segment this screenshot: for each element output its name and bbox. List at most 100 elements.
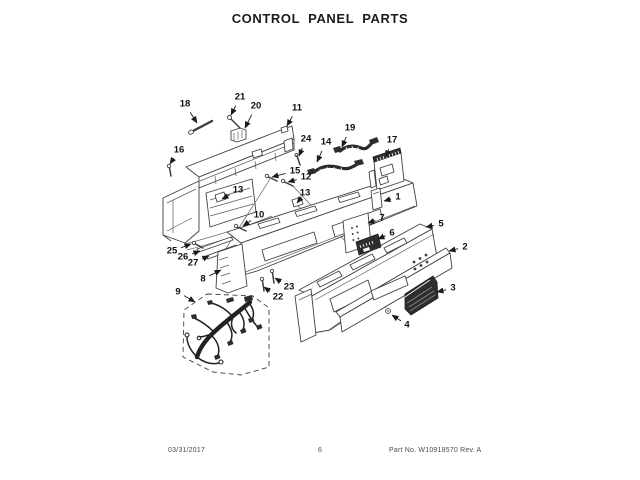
callout-15: 15 (271, 166, 301, 179)
part-mid-plate (205, 178, 304, 228)
footer-page-number: 6 (317, 447, 323, 454)
callout-leader (436, 287, 447, 294)
callout-number: 2 (462, 242, 467, 253)
part-interface-board (355, 233, 382, 256)
callout-number: 16 (174, 145, 185, 156)
callout-number: 23 (284, 282, 295, 293)
callout-leader (425, 222, 435, 229)
callout-number: 27 (188, 258, 199, 269)
callout-leader (448, 246, 459, 253)
callout-number: 1 (395, 192, 401, 203)
part-cable-19 (333, 137, 379, 153)
part-front-panel (335, 247, 453, 333)
callout-number: 13 (233, 185, 244, 196)
screw-16 (166, 163, 172, 177)
footer-part-number: Part No. W10918570 Rev. A (389, 447, 482, 454)
callout-number: 26 (178, 252, 189, 263)
callout-18: 18 (180, 99, 198, 124)
callout-leader (244, 114, 253, 129)
callout-number: 11 (292, 103, 303, 114)
callout-leader (341, 136, 348, 148)
callout-number: 19 (345, 123, 356, 134)
screw-12 (280, 178, 294, 187)
callout-number: 25 (167, 246, 178, 257)
callout-leader (287, 177, 297, 184)
callout-leader (263, 286, 272, 294)
callout-leader (180, 243, 192, 250)
page-title: CONTROL PANEL PARTS (231, 11, 409, 26)
callout-number: 12 (301, 172, 312, 183)
callout-number: 22 (273, 292, 284, 303)
callout-number: 10 (254, 210, 265, 221)
callout-13: 13 (296, 188, 311, 204)
screw-22 (259, 276, 265, 292)
callout-number: 20 (251, 101, 262, 112)
callout-leader (274, 277, 283, 285)
callout-8: 8 (200, 269, 222, 285)
callout-23: 23 (274, 277, 295, 293)
callout-25: 25 (167, 243, 192, 257)
callout-leader (296, 196, 304, 204)
part-cable-14 (307, 159, 364, 175)
callout-11: 11 (286, 103, 303, 127)
callout-leader (242, 219, 252, 227)
callout-leader (391, 314, 402, 322)
callout-27: 27 (188, 255, 210, 269)
callout-17: 17 (385, 135, 398, 158)
callout-22: 22 (263, 286, 284, 303)
callout-3: 3 (436, 283, 456, 294)
callout-number: 13 (300, 188, 311, 199)
callout-26: 26 (178, 250, 201, 263)
callout-12: 12 (287, 172, 312, 184)
callout-number: 7 (379, 213, 384, 224)
callout-number: 6 (389, 228, 394, 239)
callout-4: 4 (391, 314, 410, 331)
callout-leader (367, 217, 376, 224)
callout-number: 14 (321, 137, 332, 148)
callout-16: 16 (169, 145, 185, 165)
callout-20: 20 (244, 101, 262, 129)
callout-leader (298, 147, 305, 157)
screw-4 (385, 308, 391, 314)
callout-10: 10 (242, 210, 265, 227)
screw-21 (227, 115, 241, 129)
screw-10 (233, 223, 247, 232)
callout-leader (271, 172, 286, 179)
footer-date: 03/31/2017 (168, 447, 206, 454)
callout-1: 1 (383, 192, 401, 203)
callout-leader (286, 116, 293, 127)
callout-leader (191, 250, 201, 256)
callout-7: 7 (367, 213, 385, 224)
callout-number: 18 (180, 99, 191, 110)
screw-23 (269, 268, 275, 284)
screw-25 (191, 240, 204, 249)
callout-leader (209, 269, 222, 277)
callout-leader (201, 255, 210, 262)
callout-14: 14 (316, 137, 332, 163)
callout-13: 13 (221, 185, 244, 200)
part-connector-block (230, 127, 247, 143)
callout-number: 3 (450, 283, 455, 294)
part-console-frame (294, 223, 438, 343)
part-wire-harness (182, 293, 270, 376)
callout-leader (230, 105, 237, 116)
callout-21: 21 (230, 92, 246, 116)
callout-number: 17 (387, 135, 398, 146)
callout-leader (221, 193, 230, 200)
callout-number: 24 (301, 134, 312, 145)
callout-number: 21 (235, 92, 246, 103)
callout-9: 9 (175, 287, 196, 303)
screw-15 (264, 173, 278, 182)
callout-leader (189, 111, 198, 124)
pin-24 (294, 153, 301, 166)
callout-leader (183, 295, 196, 303)
callout-leader (316, 150, 323, 163)
fasteners (166, 115, 391, 314)
callout-number: 9 (175, 287, 180, 298)
callout-number: 8 (200, 274, 205, 285)
part-display-lens (404, 275, 439, 316)
callout-24: 24 (298, 134, 312, 157)
